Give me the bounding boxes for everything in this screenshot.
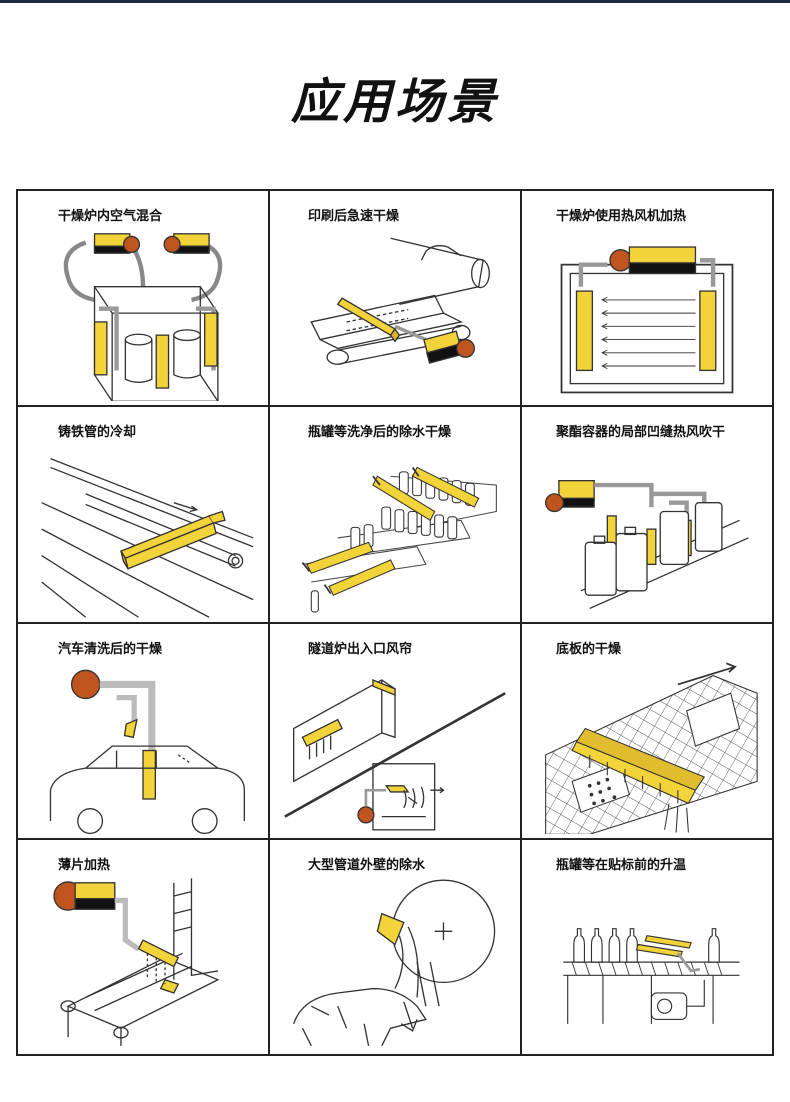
scene-label: 聚酯容器的局部凹缝热风吹干 xyxy=(556,425,726,441)
scene-label: 干燥炉内空气混合 xyxy=(58,209,163,224)
scene-cell: 干燥炉内空气混合 xyxy=(18,191,270,408)
bottle-preheat-illustration xyxy=(563,927,740,1024)
scene-cell: 铸铁管的冷却 xyxy=(18,407,270,624)
scene-label: 底板的干燥 xyxy=(556,641,622,657)
scene-label: 印刷后急速干燥 xyxy=(308,209,400,224)
scene-label: 大型管道外壁的除水 xyxy=(308,857,426,873)
top-border-line xyxy=(0,0,790,3)
scene-label: 铸铁管的冷却 xyxy=(58,425,137,441)
scene-cell: 干燥炉使用热风机加热 xyxy=(522,191,774,408)
scene-cell: 薄片加热 xyxy=(18,839,270,1056)
scene-label: 薄片加热 xyxy=(58,857,111,873)
scene-cell: 瓶罐等在贴标前的升温 xyxy=(522,839,774,1056)
scene-cell: 底板的干燥 xyxy=(522,623,774,840)
scene-label: 瓶罐等洗净后的除水干燥 xyxy=(308,425,452,441)
bottle-drying-illustration xyxy=(301,466,497,613)
scene-cell: 汽车清洗后的干燥 xyxy=(18,623,270,840)
page-title: 应用场景 xyxy=(290,74,499,130)
scene-cell: 隧道炉出入口风帘 xyxy=(270,623,522,840)
container-drying-illustration xyxy=(544,480,749,610)
scene-cell: 印刷后急速干燥 xyxy=(270,191,522,408)
car-drying-illustration xyxy=(49,669,246,834)
scene-cell: 大型管道外壁的除水 xyxy=(270,839,522,1056)
scene-cell: 聚酯容器的局部凹缝热风吹干 xyxy=(522,407,774,624)
scene-cell: 瓶罐等洗净后的除水干燥 xyxy=(270,407,522,624)
scene-label: 汽车清洗后的干燥 xyxy=(58,641,163,657)
tunnel-air-curtain-illustration xyxy=(284,678,506,831)
board-drying-illustration xyxy=(545,661,758,834)
print-drying-illustration xyxy=(310,237,490,365)
application-grid: 干燥炉内空气混合 印刷后急速干燥 xyxy=(16,189,774,1056)
pipe-cooling-illustration xyxy=(41,458,254,618)
oven-heating-illustration xyxy=(560,246,734,394)
hot-air-mixing-illustration xyxy=(63,233,223,402)
scene-label: 瓶罐等在贴标前的升温 xyxy=(556,857,687,873)
pipe-dewatering-illustration xyxy=(293,879,496,1046)
scene-label: 干燥炉使用热风机加热 xyxy=(556,209,687,224)
scene-label: 隧道炉出入口风帘 xyxy=(308,641,413,657)
sheet-heating-illustration xyxy=(53,878,220,1046)
